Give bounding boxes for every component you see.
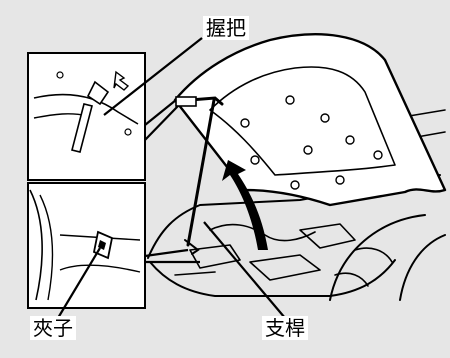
clip-leader-line — [57, 247, 101, 319]
clip-label: 夾子 — [30, 316, 76, 340]
car-body-drawing — [147, 109, 446, 301]
hood-drawing — [173, 33, 447, 207]
rod-leader-line — [203, 221, 286, 319]
hood-arrow-icon — [222, 160, 268, 250]
inset-clip-drawing — [27, 182, 146, 309]
prop-rod-drawing — [175, 96, 224, 255]
inset-top-connector-2 — [144, 99, 177, 126]
handle-leader-line — [103, 37, 203, 116]
handle-label: 握把 — [203, 16, 249, 40]
prop-rod-label: 支桿 — [262, 316, 308, 340]
leader-lines — [57, 37, 286, 319]
arrow-icon — [113, 70, 130, 91]
inset-top-connector — [144, 105, 179, 141]
inset-handle-drawing — [27, 52, 146, 181]
inset-bottom-connector — [144, 248, 189, 258]
